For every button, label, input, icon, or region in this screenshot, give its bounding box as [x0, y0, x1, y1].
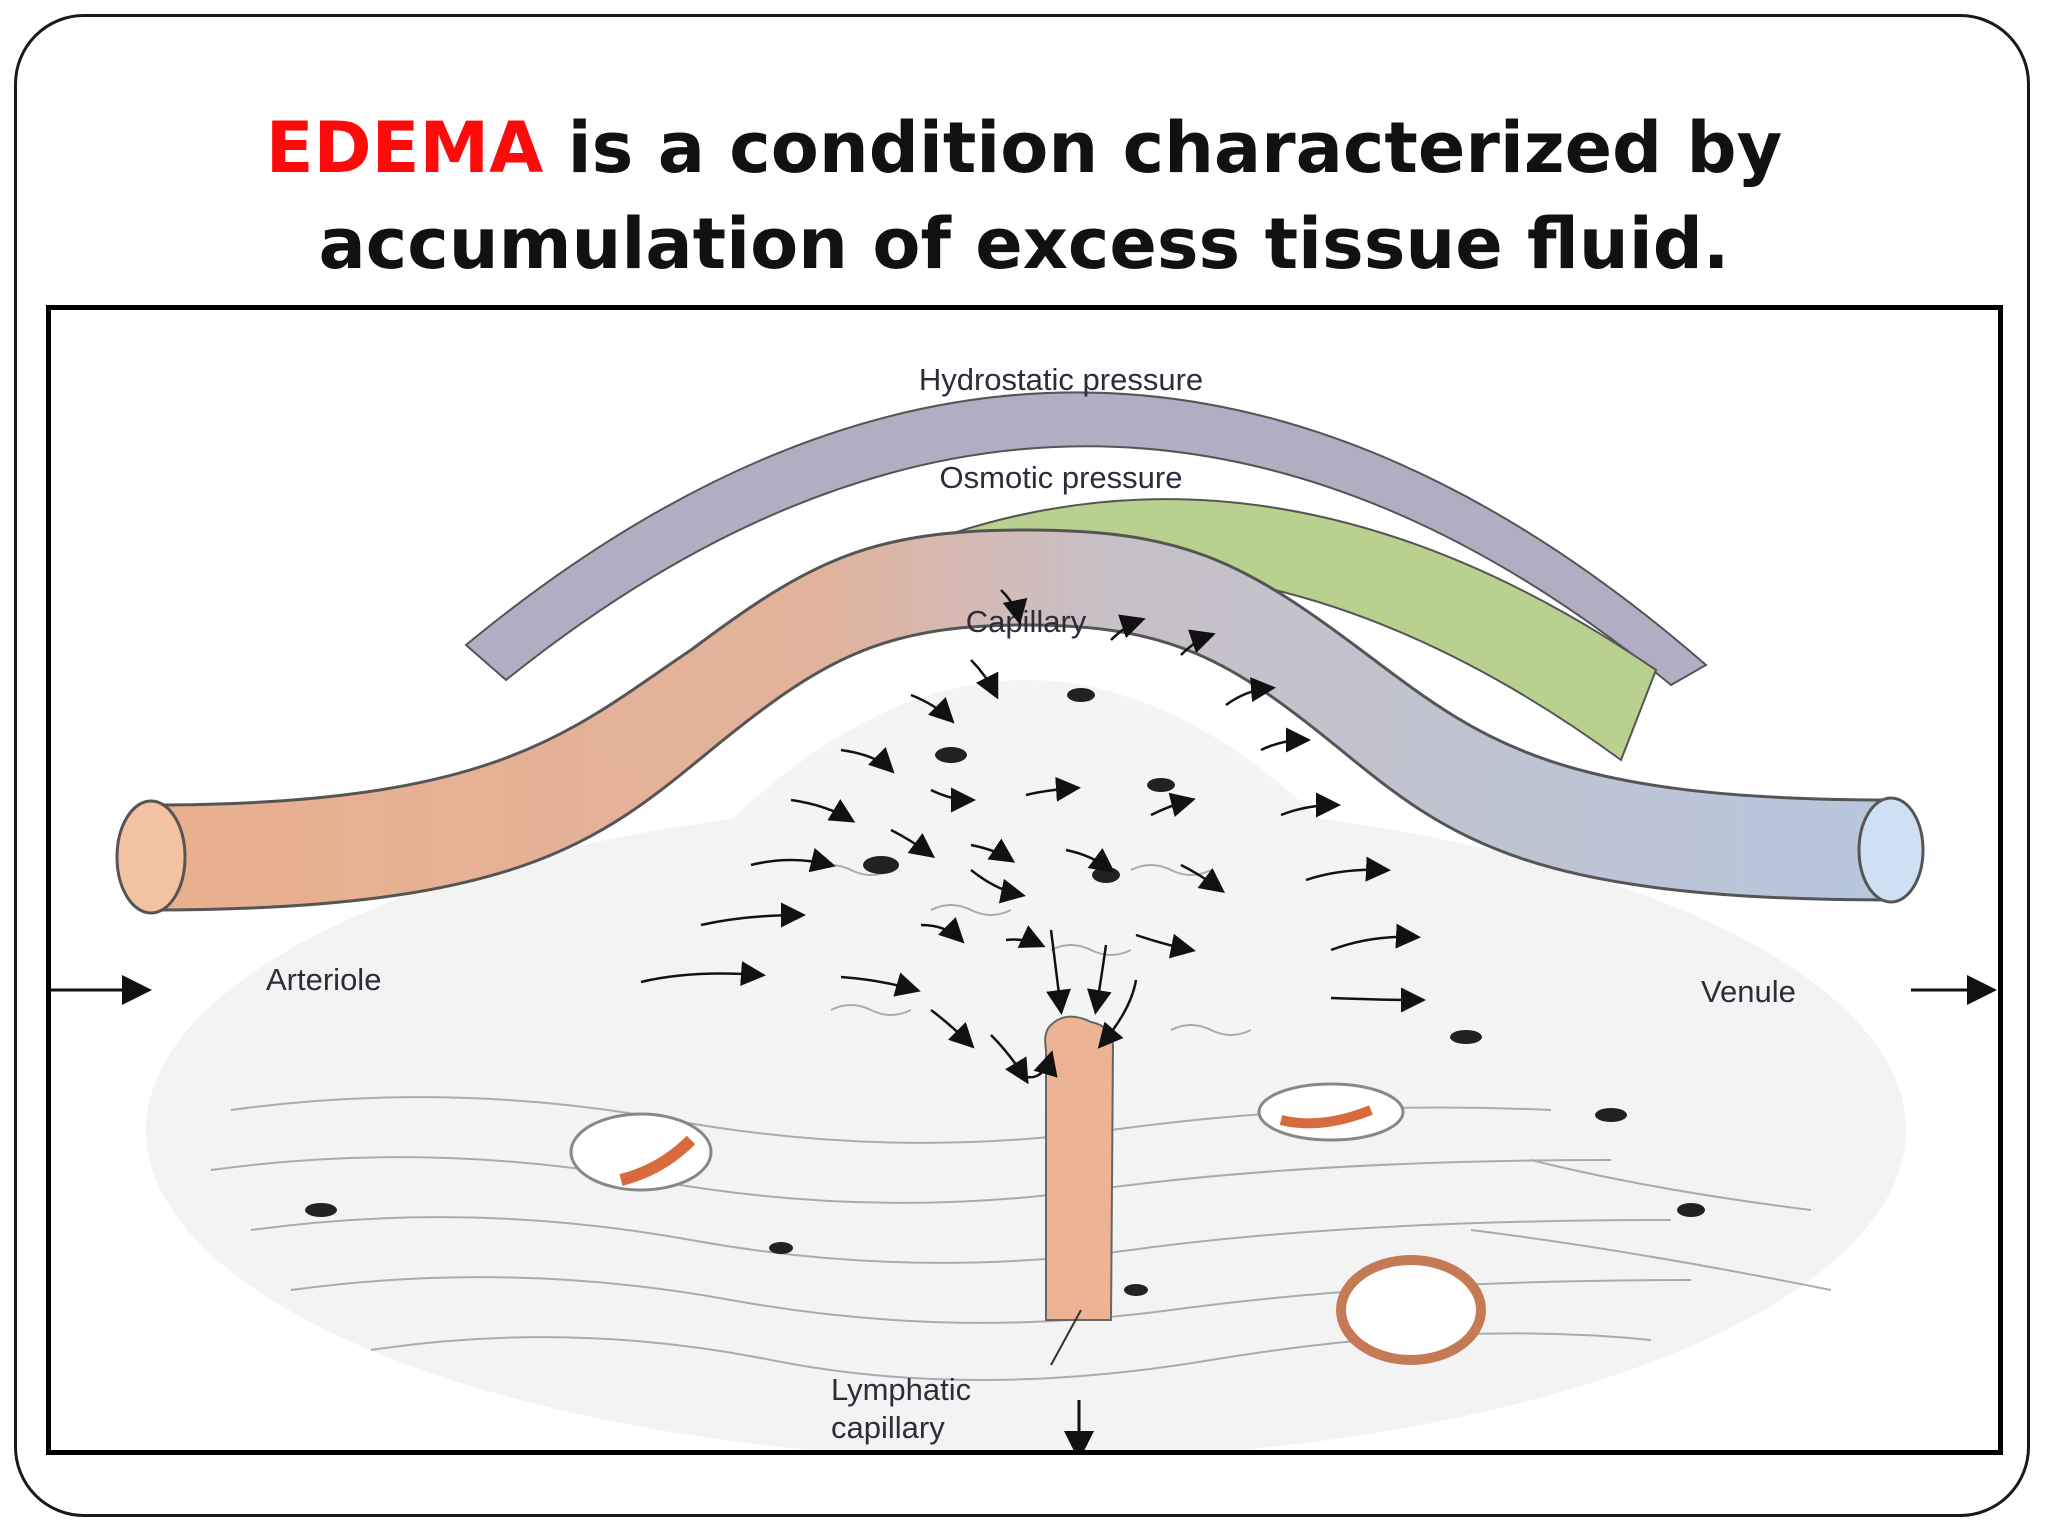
arteriole-opening: [115, 799, 187, 915]
venule-label: Venule: [1701, 974, 1796, 1009]
osmotic-pressure-label: Osmotic pressure: [940, 460, 1183, 495]
lymphatic-label-line2: capillary: [831, 1410, 945, 1445]
title-line1-rest: is a condition characterized by: [543, 107, 1783, 189]
edema-diagram: Hydrostatic pressure Osmotic pressure Ca…: [46, 305, 2003, 1455]
fluid-flow-arrows: [640, 589, 1426, 1085]
tissue-vessel: [569, 1112, 713, 1192]
title-line2: accumulation of excess tissue fluid.: [318, 203, 1730, 285]
lymphatic-pointer: [1050, 1309, 1082, 1366]
tissue-vessel: [1336, 1255, 1486, 1365]
lymphatic-capillary: [1044, 1015, 1115, 1321]
arteriole-label: Arteriole: [266, 962, 381, 997]
venule-opening: [1857, 796, 1925, 904]
title-keyword: EDEMA: [265, 107, 544, 189]
hydrostatic-pressure-band: [464, 391, 1708, 687]
tissue-vessel: [1257, 1082, 1405, 1142]
capillary-label: Capillary: [966, 604, 1087, 639]
diagram-svg: Hydrostatic pressure Osmotic pressure Ca…: [51, 362, 1997, 1450]
lymphatic-label-line1: Lymphatic: [831, 1372, 971, 1407]
hydrostatic-pressure-label: Hydrostatic pressure: [919, 362, 1203, 397]
slide-title: EDEMA is a condition characterized by ac…: [100, 100, 1948, 292]
